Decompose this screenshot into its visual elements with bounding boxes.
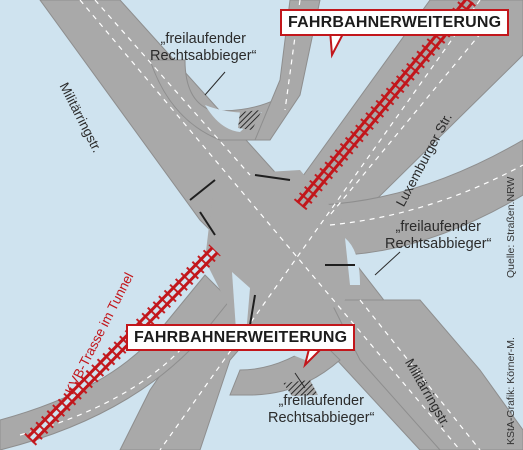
lane-markings [19,0,523,450]
label-free-right-turn-top: „freilaufender Rechtsabbieger“ [150,31,257,64]
rail-track-lower [24,244,221,446]
label-widening-top: FAHRBAHNERWEITERUNG [280,9,510,36]
island-upper-left [205,105,262,132]
label-free-right-turn-bottom: „freilaufender Rechtsabbieger“ [268,393,375,426]
source-credit: Quelle: Straßen.NRW [505,176,517,278]
leader-lines [204,71,401,389]
hatch-top [238,110,262,130]
island-center-left [232,272,250,335]
road-bottom-right [329,299,523,450]
road-right-ramp [319,139,523,256]
label-widening-bottom: FAHRBAHNERWEITERUNG [126,324,356,351]
label-free-right-turn-right: „freilaufender Rechtsabbieger“ [385,219,492,252]
island-right [345,238,360,285]
hatch-bottom [283,380,318,396]
graphic-credit: KStA-Grafik: Körner-M. [505,337,517,445]
